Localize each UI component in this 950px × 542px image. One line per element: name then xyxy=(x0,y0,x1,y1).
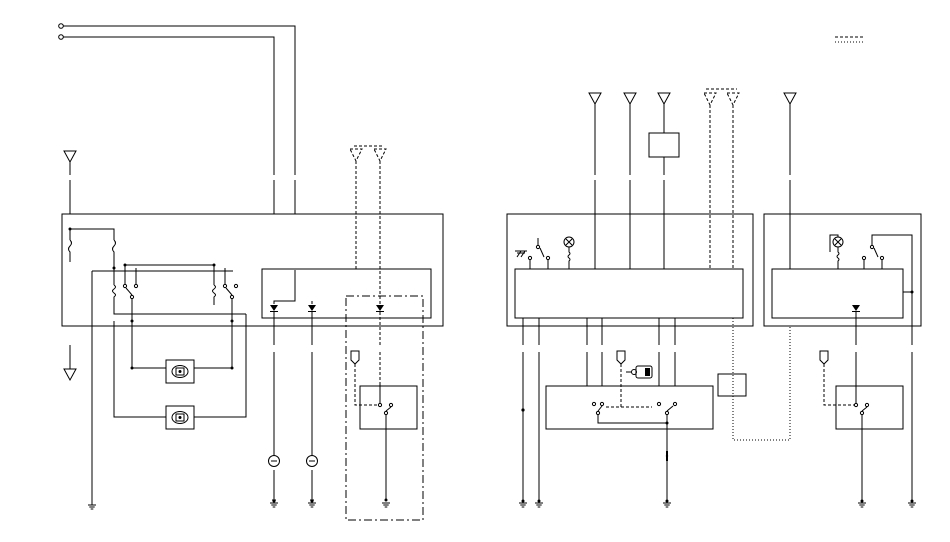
key-icon xyxy=(626,365,653,379)
power-triangle-icon xyxy=(63,368,77,382)
speaker-icon xyxy=(306,455,318,467)
motor-icon xyxy=(165,405,195,430)
ground-symbol-icon xyxy=(87,504,97,510)
ground-symbol-icon xyxy=(518,502,528,508)
motor-icon xyxy=(165,359,195,384)
ground-symbol-icon xyxy=(515,250,527,258)
left-section xyxy=(58,23,444,521)
connector-tag-icon xyxy=(819,350,829,365)
optional-switch-unit xyxy=(359,385,418,430)
optional-unit-box xyxy=(345,295,424,521)
connector-tag-icon xyxy=(616,350,626,365)
middle-section xyxy=(506,88,791,508)
ground-symbol-icon xyxy=(269,502,279,508)
speaker-icon xyxy=(268,455,280,467)
fuse-icon xyxy=(68,227,116,268)
lamp-icon xyxy=(829,234,844,269)
right-section xyxy=(763,92,922,508)
relay-box xyxy=(717,373,747,397)
power-triangle-icon xyxy=(623,92,637,105)
ground-symbol-icon xyxy=(534,502,544,508)
lamp-icon xyxy=(563,236,575,269)
ground-symbol-icon xyxy=(662,502,672,508)
power-triangle-icon xyxy=(657,92,671,105)
ground-symbol-icon xyxy=(907,502,917,508)
power-triangle-icon xyxy=(783,92,797,105)
ground-symbol-icon xyxy=(381,502,391,508)
connector-tag-icon xyxy=(350,350,360,365)
relay-switch-icon xyxy=(91,263,246,505)
control-module-right xyxy=(771,268,904,319)
ground-symbol-icon xyxy=(857,502,867,508)
power-triangle-icon xyxy=(588,92,602,105)
ground-symbol-icon xyxy=(307,502,317,508)
ignition-switch-unit xyxy=(545,385,714,430)
optional-power-source xyxy=(349,145,387,306)
door-switch-unit xyxy=(835,385,904,430)
control-module-middle xyxy=(514,268,744,319)
line-style-legend xyxy=(835,36,863,43)
optional-power-source xyxy=(703,88,740,269)
fuse-box-label xyxy=(648,132,680,158)
